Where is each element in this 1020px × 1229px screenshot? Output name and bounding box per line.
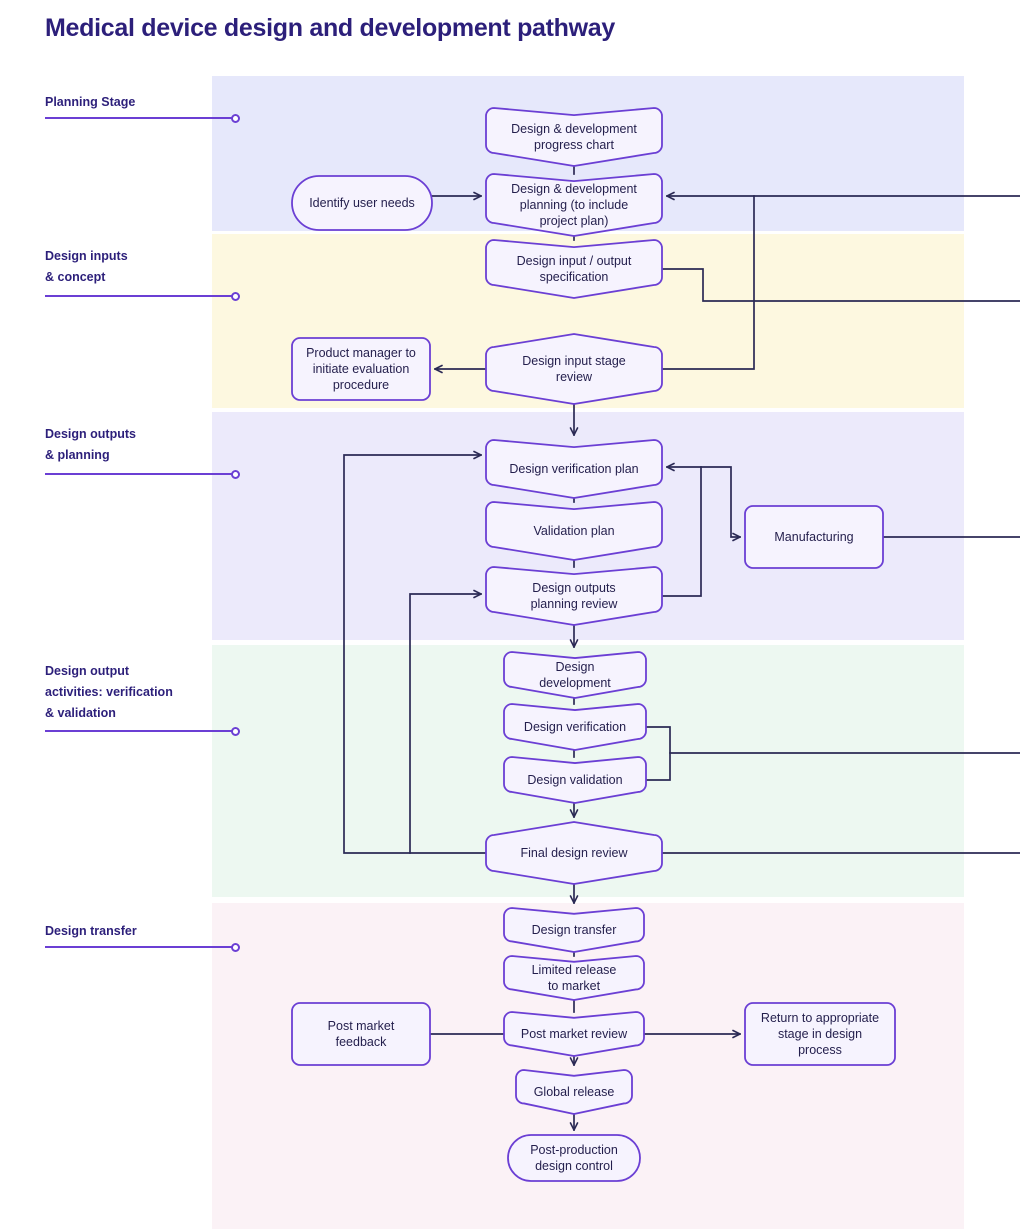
stage-rail-transfer <box>45 946 235 948</box>
node-post-production[interactable]: Post-production design control <box>507 1134 641 1182</box>
stage-label-text-outputs: Design outputs& planning <box>45 427 136 462</box>
node-shape-chevron <box>503 703 647 751</box>
node-identify-needs[interactable]: Identify user needs <box>291 175 433 231</box>
node-return-to-stage[interactable]: Return to appropriate stage in design pr… <box>744 1002 896 1066</box>
stage-label-transfer: Design transfer <box>45 921 245 942</box>
node-shape-hexagon <box>485 333 663 405</box>
node-shape-rect <box>744 505 884 569</box>
node-shape-chevron <box>515 1069 633 1115</box>
node-shape-chevron <box>503 1011 645 1057</box>
node-shape-rect <box>291 1002 431 1066</box>
node-shape-chevron <box>485 239 663 299</box>
node-dd-planning[interactable]: Design & development planning (to includ… <box>485 173 663 237</box>
node-pm-evaluation[interactable]: Product manager to initiate evaluation p… <box>291 337 431 401</box>
node-shape-chevron <box>503 955 645 1001</box>
stage-label-inputs: Design inputs& concept <box>45 246 245 288</box>
stage-rail-outputs <box>45 473 235 475</box>
node-global-release[interactable]: Global release <box>515 1069 633 1115</box>
page-title: Medical device design and development pa… <box>45 14 615 42</box>
node-shape-chevron <box>485 439 663 499</box>
node-shape-chevron <box>485 107 663 167</box>
stage-rail-dot-activities <box>231 726 240 736</box>
stage-label-planning: Planning Stage <box>45 92 245 113</box>
node-final-review[interactable]: Final design review <box>485 821 663 885</box>
node-validation-plan[interactable]: Validation plan <box>485 501 663 561</box>
node-outputs-review[interactable]: Design outputs planning review <box>485 566 663 626</box>
node-shape-rect <box>744 1002 896 1066</box>
node-manufacturing[interactable]: Manufacturing <box>744 505 884 569</box>
stage-rail-dot-planning <box>231 113 240 123</box>
node-post-market-review[interactable]: Post market review <box>503 1011 645 1057</box>
stage-label-text-inputs: Design inputs& concept <box>45 249 128 284</box>
node-design-transfer[interactable]: Design transfer <box>503 907 645 953</box>
node-design-validation[interactable]: Design validation <box>503 756 647 804</box>
node-post-market-feedback[interactable]: Post market feedback <box>291 1002 431 1066</box>
stage-rail-activities <box>45 730 235 732</box>
stage-rail-dot-transfer <box>231 942 240 952</box>
node-limited-release[interactable]: Limited release to market <box>503 955 645 1001</box>
node-shape-pill <box>507 1134 641 1182</box>
node-progress-chart[interactable]: Design & development progress chart <box>485 107 663 167</box>
node-shape-chevron <box>485 173 663 237</box>
stage-label-text-transfer: Design transfer <box>45 924 137 938</box>
node-design-development[interactable]: Design development <box>503 651 647 699</box>
stage-rail-inputs <box>45 295 235 297</box>
node-shape-chevron <box>503 907 645 953</box>
node-shape-chevron <box>503 651 647 699</box>
node-design-verification[interactable]: Design verification <box>503 703 647 751</box>
stage-rail-planning <box>45 117 235 119</box>
node-shape-chevron <box>485 501 663 561</box>
node-shape-rect <box>291 337 431 401</box>
node-shape-hexagon <box>485 821 663 885</box>
node-shape-chevron <box>485 566 663 626</box>
node-shape-chevron <box>503 756 647 804</box>
node-input-stage-review[interactable]: Design input stage review <box>485 333 663 405</box>
node-shape-pill <box>291 175 433 231</box>
stage-rail-dot-outputs <box>231 469 240 479</box>
node-io-spec[interactable]: Design input / output specification <box>485 239 663 299</box>
node-verification-plan[interactable]: Design verification plan <box>485 439 663 499</box>
stage-label-outputs: Design outputs& planning <box>45 424 245 466</box>
stage-rail-dot-inputs <box>231 291 240 301</box>
stage-label-text-planning: Planning Stage <box>45 95 136 109</box>
